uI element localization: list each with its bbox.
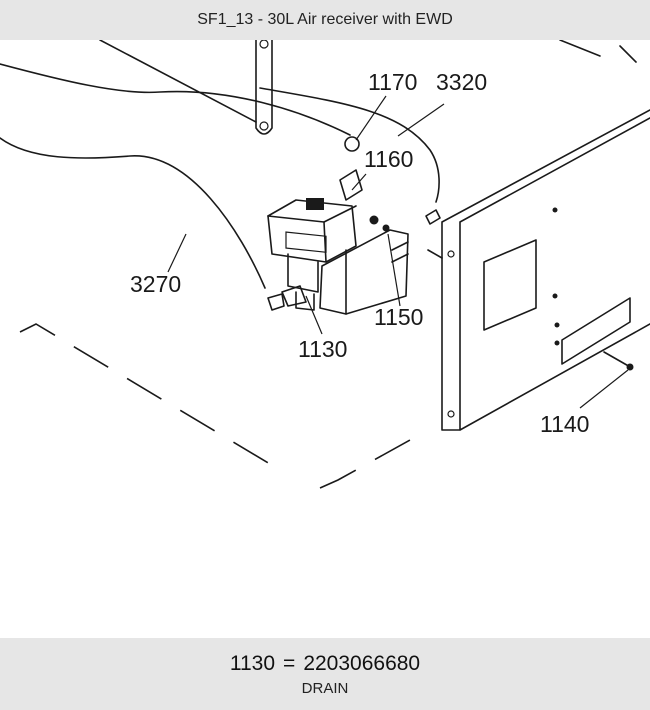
- drain-unit: [267, 136, 441, 315]
- leader-3270: [167, 233, 187, 273]
- part-callout-number: 1130: [229, 651, 276, 675]
- callout-1160[interactable]: 1160: [364, 146, 413, 172]
- parts-diagram: 1170 3320 1160 3270 1150 1130 1140: [0, 40, 650, 489]
- exploded-view-drawing[interactable]: 1170 3320 1160 3270 1150 1130 1140: [0, 40, 650, 638]
- callout-1150[interactable]: 1150: [374, 304, 423, 330]
- part-info-footer: 1130 = 2203066680 DRAIN: [0, 638, 650, 710]
- title-bar: SF1_13 - 30L Air receiver with EWD: [0, 0, 650, 40]
- leader-1160: [351, 173, 367, 191]
- leader-1130: [305, 295, 323, 335]
- callout-1130[interactable]: 1130: [298, 336, 347, 362]
- leader-1150: [387, 233, 401, 307]
- equals-sign: =: [283, 651, 296, 675]
- hose-upper-right: [559, 40, 637, 63]
- floor-outline: [19, 323, 411, 489]
- page-title: SF1_13 - 30L Air receiver with EWD: [197, 11, 453, 28]
- leader-3320: [397, 103, 445, 137]
- leader-1140: [579, 369, 629, 409]
- article-number: 2203066680: [303, 651, 421, 675]
- callout-1170[interactable]: 1170: [368, 69, 417, 95]
- hose-3270: [0, 137, 266, 289]
- support-bracket: [99, 40, 273, 135]
- callout-3320[interactable]: 3320: [436, 69, 487, 95]
- receiver-panel: [427, 109, 650, 431]
- part-description: DRAIN: [301, 679, 349, 697]
- callout-3270[interactable]: 3270: [130, 271, 181, 297]
- hose-upper-left: [0, 63, 351, 136]
- part-number-line: 1130 = 2203066680: [230, 652, 420, 676]
- hose-3320: [259, 87, 440, 203]
- callout-1140[interactable]: 1140: [540, 411, 589, 437]
- leader-1170: [355, 95, 387, 141]
